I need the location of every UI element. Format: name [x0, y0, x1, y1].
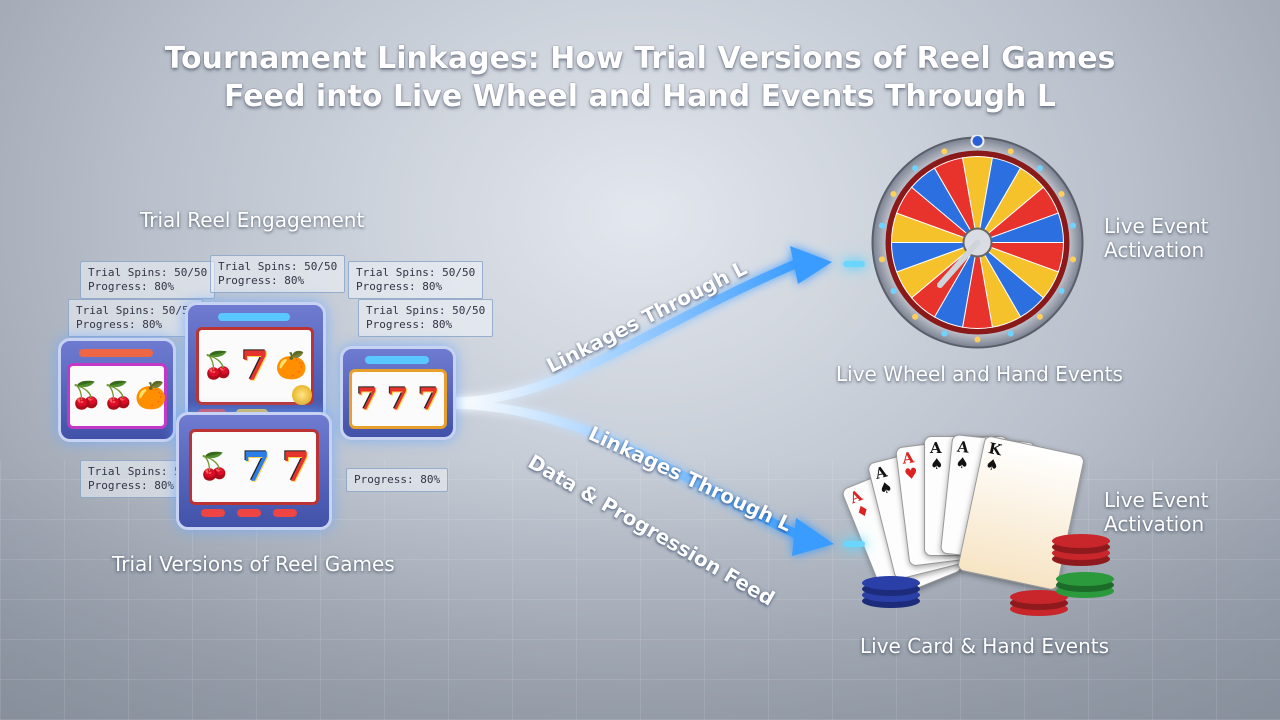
activation-line-2: Activation [1104, 512, 1205, 536]
wheel-light [1058, 288, 1065, 294]
reel-window: 🍒 7 🍊 [196, 327, 314, 405]
machine-light-bar [79, 349, 153, 357]
stat-spins: Trial Spins: 50/50 [366, 304, 486, 317]
coin-icon [292, 385, 312, 405]
stat-progress: Progress: 80% [354, 473, 441, 486]
bar-icon: 🍊 [275, 351, 308, 381]
wheel-light [1007, 148, 1014, 155]
wheel-light [878, 256, 885, 263]
reel-seven: 7 [356, 381, 378, 417]
wheel-light [974, 336, 981, 343]
upper-flow-arrow [450, 257, 805, 407]
stat-progress: Progress: 80% [76, 318, 163, 331]
upper-activation-label: Live Event Activation [1104, 214, 1209, 262]
reel-window: 🍒 🍒 🍊 [67, 363, 167, 429]
wheel-light [1058, 191, 1065, 197]
wheel-light [912, 313, 919, 320]
wheel-light [878, 222, 885, 229]
cherry-icon: 🍒 [70, 381, 103, 411]
button-light [273, 509, 297, 517]
stat-progress: Progress: 80% [356, 280, 443, 293]
wheel-wedge [977, 212, 1065, 243]
reel-seven: 7 [387, 381, 409, 417]
wheel-light [890, 191, 897, 197]
lower-flow-arrow [450, 399, 805, 541]
reel-window: 7 7 7 [349, 369, 447, 429]
stat-box: Trial Spins: 50/50 Progress: 80% [80, 261, 216, 299]
stat-progress: Progress: 80% [88, 479, 175, 492]
stat-spins: Trial Spins: 50/50 [218, 260, 338, 273]
poker-chips-icon [1010, 590, 1068, 604]
lower-activation-label: Live Event Activation [1104, 488, 1209, 536]
trial-versions-label: Trial Versions of Reel Games [112, 552, 395, 576]
stat-progress: Progress: 80% [218, 274, 305, 287]
stat-spins: Trial Spins: 50/50 [356, 266, 476, 279]
cherry-icon: 🍒 [202, 351, 235, 381]
reel-seven: 7 [282, 443, 310, 491]
activation-line-2: Activation [1104, 238, 1205, 262]
stat-box: Trial Spins: 50/50 Progress: 80% [348, 261, 484, 299]
poker-chips-icon [1052, 534, 1110, 548]
activation-line-1: Live Event [1104, 488, 1209, 512]
slot-machine-icon: 🍒 7 🍊 [185, 302, 326, 428]
poker-chips-icon [862, 576, 920, 590]
reel-seven: 7 [241, 342, 269, 390]
machine-light-bar [365, 356, 429, 364]
wheel-graphic [871, 134, 1084, 349]
reel-seven: 7 [242, 443, 271, 491]
machine-light-bar [218, 313, 290, 321]
cherry-icon: 🍒 [102, 381, 135, 411]
live-wheel-caption: Live Wheel and Hand Events [836, 362, 1123, 386]
upper-arrow-head [790, 246, 832, 284]
reel-window: 🍒 7 7 [189, 429, 319, 505]
stat-box: Trial Spins: 50/50 Progress: 80% [68, 299, 204, 337]
wheel-light [1036, 313, 1043, 320]
stat-box: Trial Spins: 50/50 Progress: 80% [210, 255, 346, 293]
title-line-2: Feed into Live Wheel and Hand Events Thr… [223, 79, 1057, 114]
button-light [201, 509, 225, 517]
wheel-light [1070, 256, 1077, 263]
wheel-light [1007, 330, 1014, 337]
wheel-light [1036, 165, 1043, 172]
stat-box: Trial Spins: 50/50 Progress: 80% [358, 299, 494, 337]
activation-line-1: Live Event [1104, 214, 1209, 238]
playing-cards-icon: A♦ A♠ A♥ A♠ A♠ K♠ [840, 430, 1114, 620]
live-card-caption: Live Card & Hand Events [860, 634, 1110, 658]
stat-box: Progress: 80% [346, 468, 449, 492]
slot-machine-icon: 🍒 7 7 [176, 412, 332, 530]
wheel-light [912, 165, 919, 172]
button-light [237, 509, 261, 517]
wheel-light [1070, 222, 1077, 229]
cherry-icon: 🍒 [197, 452, 231, 482]
upper-connector-dash [843, 261, 865, 267]
poker-chips-icon [1056, 572, 1114, 586]
stat-progress: Progress: 80% [88, 280, 175, 293]
slot-machine-icon: 7 7 7 [340, 346, 456, 440]
prize-wheel-icon [870, 134, 1085, 350]
reel-seven: 7 [418, 381, 440, 417]
slot-machine-icon: 🍒 🍒 🍊 [58, 338, 176, 442]
trial-reel-engagement-label: Trial Reel Engagement [140, 208, 365, 232]
wheel-light [941, 330, 948, 337]
lower-connector-dash [843, 541, 865, 547]
lower-arrow-head [792, 518, 834, 556]
orange-icon: 🍊 [134, 381, 168, 411]
stat-spins: Trial Spins: 50/50 [76, 304, 196, 317]
wheel-light [890, 288, 897, 294]
stat-spins: Trial Spins: 50/50 [88, 266, 208, 279]
stat-progress: Progress: 80% [366, 318, 453, 331]
wheel-light [941, 148, 948, 155]
title-line-1: Tournament Linkages: How Trial Versions … [164, 41, 1116, 76]
page-title: Tournament Linkages: How Trial Versions … [0, 40, 1280, 116]
